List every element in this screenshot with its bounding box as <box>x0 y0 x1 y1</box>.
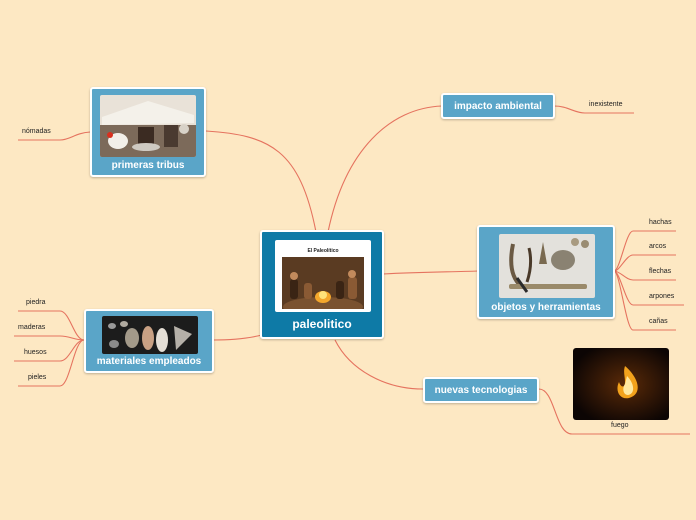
leaf-arcos[interactable]: arcos <box>649 243 666 250</box>
tribe-photo <box>100 95 196 157</box>
cave-scene-illustration <box>282 257 364 309</box>
leaf-maderas[interactable]: maderas <box>18 324 45 331</box>
leaf-fuego[interactable]: fuego <box>611 422 629 429</box>
link-nuevas-tecnologias <box>335 340 423 389</box>
central-label: paleolitico <box>262 317 382 331</box>
link-impacto-ambiental <box>328 106 442 232</box>
link-leaf-hachas <box>614 231 676 271</box>
fire-photo <box>573 348 669 420</box>
link-primeras-tribus <box>206 131 316 232</box>
materials-photo <box>102 316 198 354</box>
branch-primeras-tribus[interactable]: primeras tribus <box>90 87 206 177</box>
branch-label: primeras tribus <box>92 160 204 171</box>
branch-impacto-ambiental[interactable]: impacto ambiental <box>441 93 555 119</box>
branch-materiales-empleados[interactable]: materiales empleados <box>84 309 214 373</box>
central-image-caption: El Paleolítico <box>275 248 371 254</box>
central-node[interactable]: El Paleolítico paleolitico <box>260 230 384 339</box>
link-materiales <box>213 335 262 340</box>
leaf-huesos[interactable]: huesos <box>24 349 47 356</box>
branch-label: nuevas tecnologias <box>425 385 537 396</box>
leaf-arpones[interactable]: arpones <box>649 293 674 300</box>
branch-label: materiales empleados <box>86 356 212 367</box>
leaf-hachas[interactable]: hachas <box>649 219 672 226</box>
central-image: El Paleolítico <box>275 240 371 312</box>
leaf-canas[interactable]: cañas <box>649 318 668 325</box>
leaf-inexistente[interactable]: inexistente <box>589 101 622 108</box>
branch-objetos-herramientas[interactable]: objetos y herramientas <box>477 225 615 319</box>
leaf-flechas[interactable]: flechas <box>649 268 671 275</box>
leaf-piedra[interactable]: piedra <box>26 299 45 306</box>
tools-photo <box>499 234 595 298</box>
leaf-pieles[interactable]: pieles <box>28 374 46 381</box>
branch-nuevas-tecnologias[interactable]: nuevas tecnologias <box>423 377 539 403</box>
branch-label: impacto ambiental <box>443 101 553 112</box>
branch-label: objetos y herramientas <box>479 302 613 313</box>
link-objetos <box>383 271 478 274</box>
leaf-nomadas[interactable]: nómadas <box>22 128 51 135</box>
link-leaf-maderas <box>14 336 84 340</box>
